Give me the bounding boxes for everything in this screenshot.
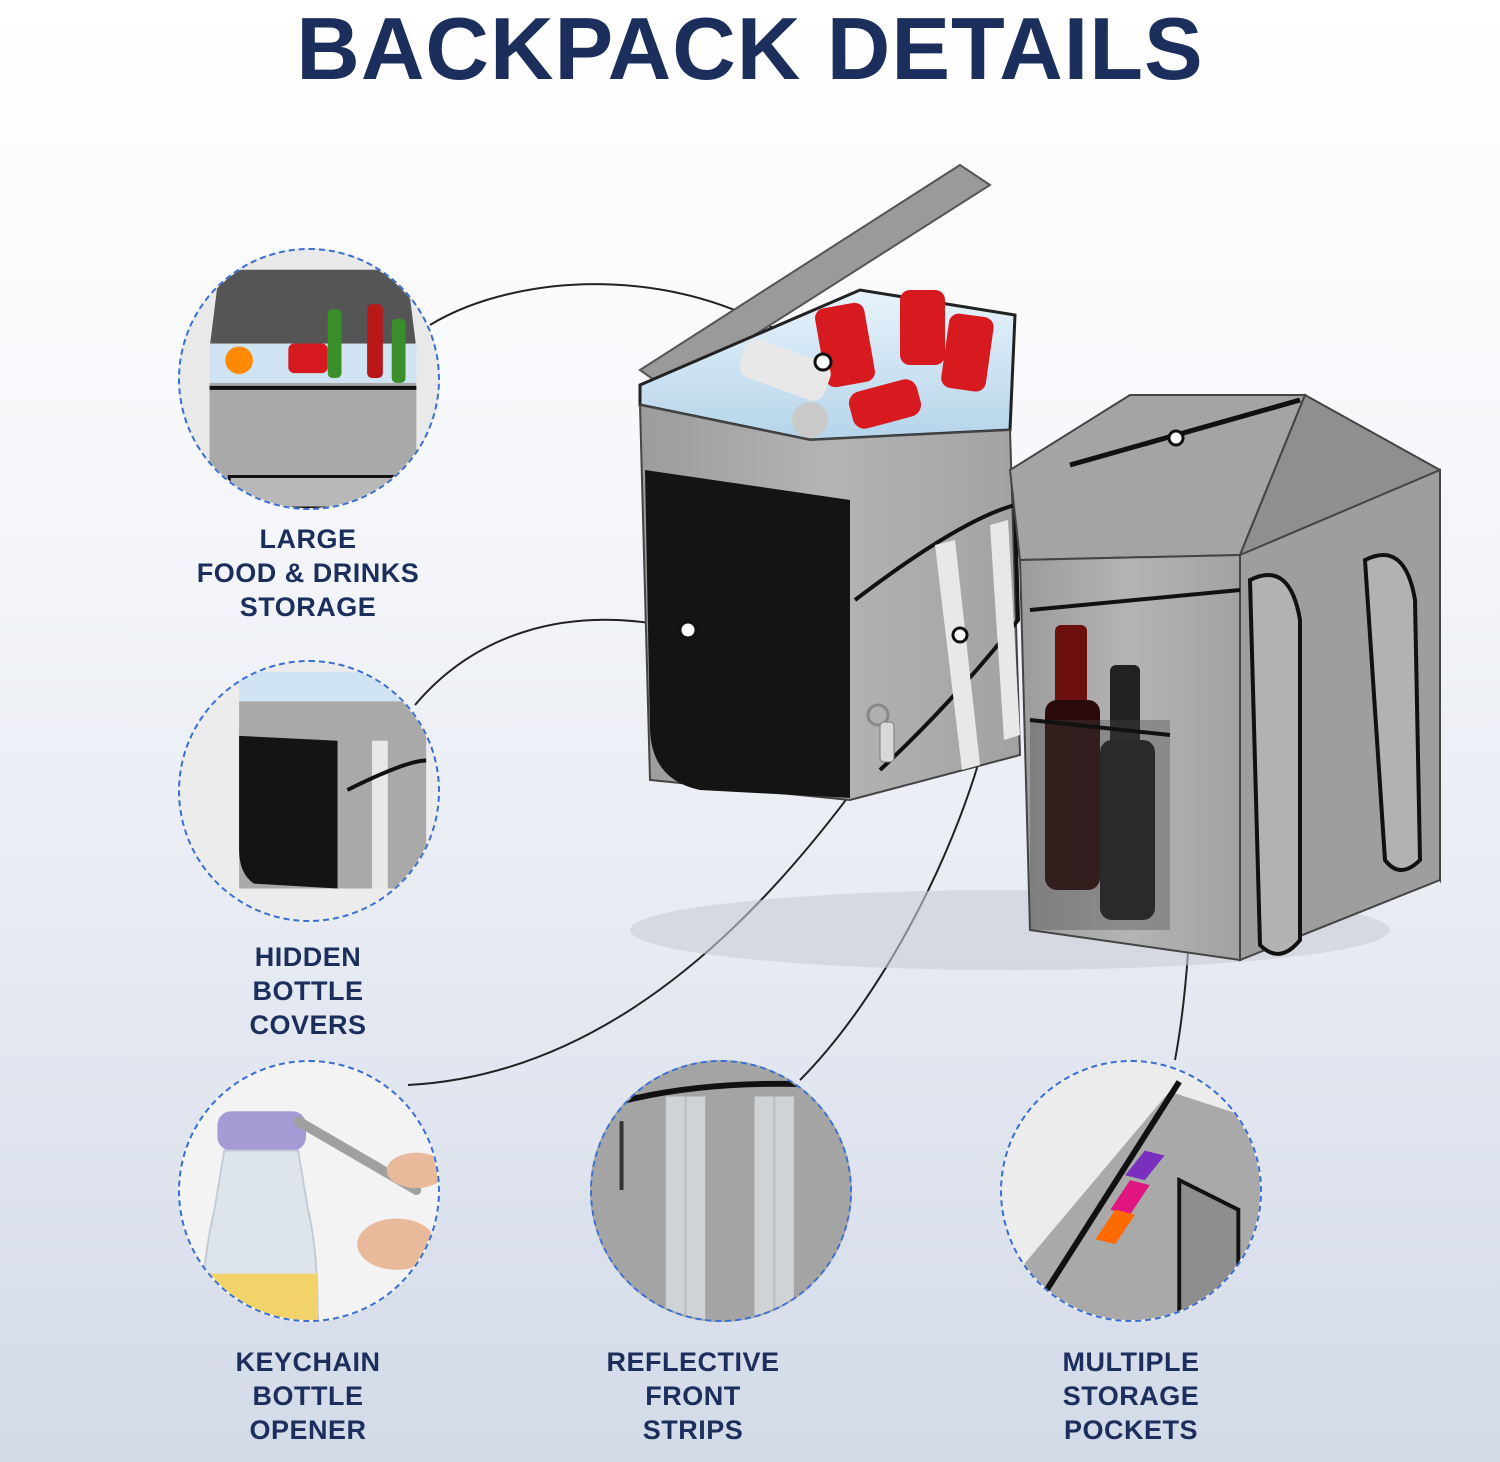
feature-image-hidden-bottle-covers xyxy=(178,660,440,922)
back-cooler-backpack xyxy=(1008,393,1441,962)
feature-label-hidden-bottle-covers: HIDDEN BOTTLE COVERS xyxy=(249,942,367,1040)
page-title: BACKPACK DETAILS xyxy=(296,0,1204,98)
feature-image-reflective-strips xyxy=(590,1060,852,1322)
feature-image-multiple-pockets xyxy=(1000,1060,1262,1322)
front-cooler-backpack xyxy=(638,163,1022,802)
feature-image-keychain-opener xyxy=(178,1060,440,1322)
feature-label-keychain-opener: KEYCHAIN BOTTLE OPENER xyxy=(235,1347,381,1445)
feature-label-multiple-pockets: MULTIPLE STORAGE POCKETS xyxy=(1062,1347,1200,1445)
feature-image-large-storage xyxy=(178,248,440,510)
feature-label-large-storage: LARGE FOOD & DRINKS STORAGE xyxy=(196,524,420,622)
feature-label-reflective-strips: REFLECTIVE FRONT STRIPS xyxy=(606,1347,780,1445)
